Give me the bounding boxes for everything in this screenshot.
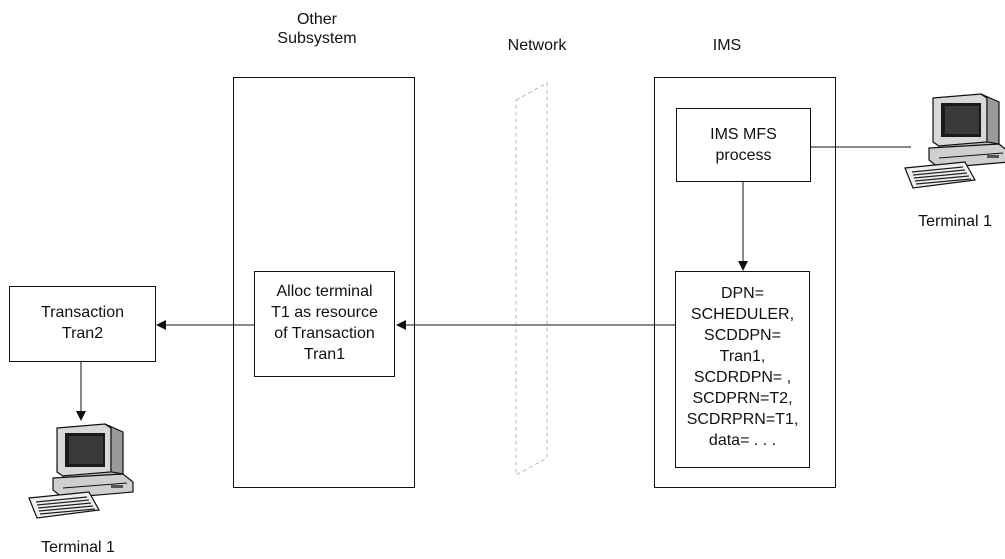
arrowhead-alloc <box>396 320 406 330</box>
computer-terminal-icon <box>904 93 1005 189</box>
terminal-right-label: Terminal 1 <box>918 213 992 230</box>
computer-terminal-icon <box>28 423 134 519</box>
arrowhead-terminal-left <box>76 411 86 421</box>
alloc-terminal-box: Alloc terminal T1 as resource of Transac… <box>254 271 395 377</box>
arrowhead-transaction <box>156 320 166 330</box>
dpn-line-3: SCDDPN= <box>704 327 781 344</box>
other-subsystem-heading: Other Subsystem <box>272 10 362 48</box>
other-subsystem-heading-line1: Other <box>296 11 337 28</box>
transaction-line2: Tran2 <box>61 325 104 342</box>
dpn-line-1: DPN= <box>720 285 765 302</box>
transaction-line1: Transaction <box>41 304 124 321</box>
other-subsystem-heading-line2: Subsystem <box>277 30 357 47</box>
alloc-line-2: T1 as resource <box>271 304 378 321</box>
dpn-line-8: data= . . . <box>708 432 777 449</box>
ims-mfs-process-box: IMS MFS process <box>676 108 811 182</box>
ims-mfs-process-line2: process <box>715 147 772 164</box>
dpn-line-6: SCDPRN=T2, <box>692 390 793 407</box>
arrowhead-dpn <box>738 261 748 271</box>
dpn-line-7: SCDRPRN=T1, <box>686 411 799 428</box>
transaction-tran2-box: Transaction Tran2 <box>9 286 156 362</box>
ims-mfs-process-line1: IMS MFS <box>710 126 777 143</box>
network-heading: Network <box>507 37 567 54</box>
alloc-line-1: Alloc terminal <box>276 283 373 300</box>
dpn-line-4: Tran1, <box>719 348 766 365</box>
alloc-line-3: of Transaction <box>274 325 375 342</box>
dpn-line-2: SCHEDULER, <box>690 306 795 323</box>
network-plane <box>515 82 548 476</box>
dpn-line-5: SCDRDPN= , <box>693 369 792 386</box>
ims-heading: IMS <box>712 37 742 54</box>
dpn-message-box: DPN= SCHEDULER, SCDDPN= Tran1, SCDRDPN= … <box>675 271 810 468</box>
alloc-line-4: Tran1 <box>303 346 346 363</box>
terminal-left-label: Terminal 1 <box>41 539 115 556</box>
